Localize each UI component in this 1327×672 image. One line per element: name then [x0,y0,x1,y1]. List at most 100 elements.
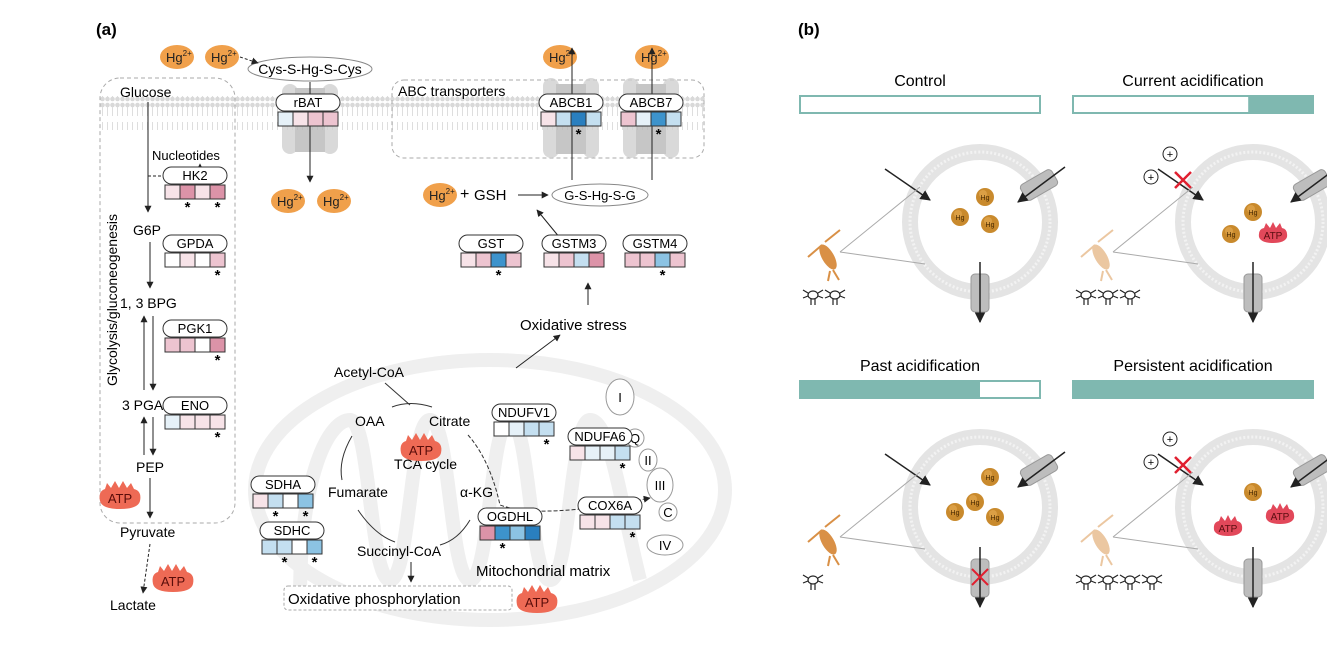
gene-abcb7: ABCB7* [618,93,684,143]
offspring-icon [1119,574,1141,590]
heatmap-cell [538,421,555,437]
heatmap-cell [252,493,269,509]
svg-text:Hg: Hg [981,195,990,202]
etc-complex-i: I [605,378,635,416]
heatmap-cell [665,111,682,127]
heatmap-cell [292,111,309,127]
mercury-ion: Hg [946,503,964,521]
diffusion-arrow [884,168,931,201]
etc-complex-ii: II [638,448,658,472]
svg-text:Hg: Hg [1249,490,1258,497]
glycolysis-pathway: Glucose Nucleotides G6P 1, 3 BPG 3 PGA P… [110,84,220,613]
svg-text:IV: IV [659,538,672,553]
glucose-label: Glucose [120,84,172,100]
abc-transporters-label: ABC transporters [398,83,505,99]
atp-icon: ATP [516,585,558,613]
heatmap-cell [209,252,226,268]
pep-label: PEP [136,459,164,475]
offspring-icon [1119,289,1141,305]
svg-text:Q: Q [630,431,640,446]
copepod-icon [807,514,841,567]
gene-name: OGDHL [487,509,533,524]
svg-text:III: III [655,478,666,493]
gene-ogdhl: OGDHL* [477,507,543,557]
heatmap-cell [276,539,293,555]
citrate-label: Citrate [429,413,470,429]
heatmap-cell [164,184,181,200]
gene-name: COX6A [588,498,632,513]
lactate-label: Lactate [110,597,156,613]
heatmap-cell [164,337,181,353]
gsh-complex-label: G-S-Hg-S-G [564,188,636,203]
atp-icon: ATP [1213,515,1243,536]
blocked-x-icon [1174,456,1192,474]
gene-cox6a: COX6A* [577,496,643,546]
heatmap-cell [209,184,226,200]
offspring-icon [824,289,846,305]
gene-gstm3: GSTM3 [541,234,607,268]
significance-mark: * [273,508,279,525]
etc-complex-iii: III [646,467,674,503]
heatmap-cell [635,111,652,127]
plus-sign: + [460,186,469,203]
heatmap-cell [505,252,522,268]
gene-name: ABCB7 [630,95,673,110]
oxphos-label: Oxidative phosphorylation [288,591,461,608]
proton-icon: + [1162,431,1178,447]
svg-text:ATP: ATP [1271,512,1290,523]
heatmap-cell [267,493,284,509]
svg-text:Hg: Hg [991,515,1000,522]
fumarate-label: Fumarate [328,484,388,500]
pga-label: 3 PGA [122,397,164,413]
heatmap-cell [164,252,181,268]
mercury-ion: Hg [976,188,994,206]
heatmap-cell [624,252,641,268]
heatmap-cell [555,111,572,127]
copepod-icon [1080,229,1114,282]
heatmap-cell [620,111,637,127]
proton-icon: + [1162,146,1178,162]
gene-gpda: GPDA* [162,234,228,284]
svg-text:Hg: Hg [986,222,995,229]
mercury-ion: Hg [1244,203,1262,221]
significance-mark: * [215,267,221,284]
blocked-x-icon [1174,171,1192,189]
svg-text:Hg: Hg [1249,210,1258,217]
heatmap-cell [669,252,686,268]
significance-mark: * [544,436,550,453]
gene-gstm4: GSTM4* [622,234,688,284]
heatmap-cell [585,111,602,127]
heatmap-cell [297,493,314,509]
svg-text:+: + [1148,172,1154,184]
proton-icon: + [1143,454,1159,470]
heatmap-cell [306,539,323,555]
significance-mark: * [660,267,666,284]
scenario-title: Persistent acidification [1113,358,1272,375]
heatmap-cell [570,111,587,127]
heatmap-cell [475,252,492,268]
heatmap-cell [509,525,526,541]
gene-name: rBAT [294,95,323,110]
heatmap-cell [307,111,324,127]
heatmap-cell [524,525,541,541]
heatmap-cell [540,111,557,127]
atp-icon: ATP [152,564,194,592]
scenario-title: Past acidification [860,358,980,375]
significance-mark: * [215,352,221,369]
gene-name: NDUFA6 [574,429,625,444]
svg-text:Hg: Hg [986,475,995,482]
svg-text:Hg: Hg [971,500,980,507]
gene-name: HK2 [182,168,207,183]
significance-mark: * [282,554,288,571]
mercury-ion: Hg2+ [423,183,457,207]
gene-name: NDUFV1 [498,405,550,420]
heatmap-cell [164,414,181,430]
svg-text:+: + [1167,434,1173,446]
gene-name: PGK1 [178,321,213,336]
svg-text:ATP: ATP [161,574,185,589]
cys-complex-label: Cys-S-Hg-S-Cys [258,61,361,77]
gsh-label: GSH [474,187,507,204]
